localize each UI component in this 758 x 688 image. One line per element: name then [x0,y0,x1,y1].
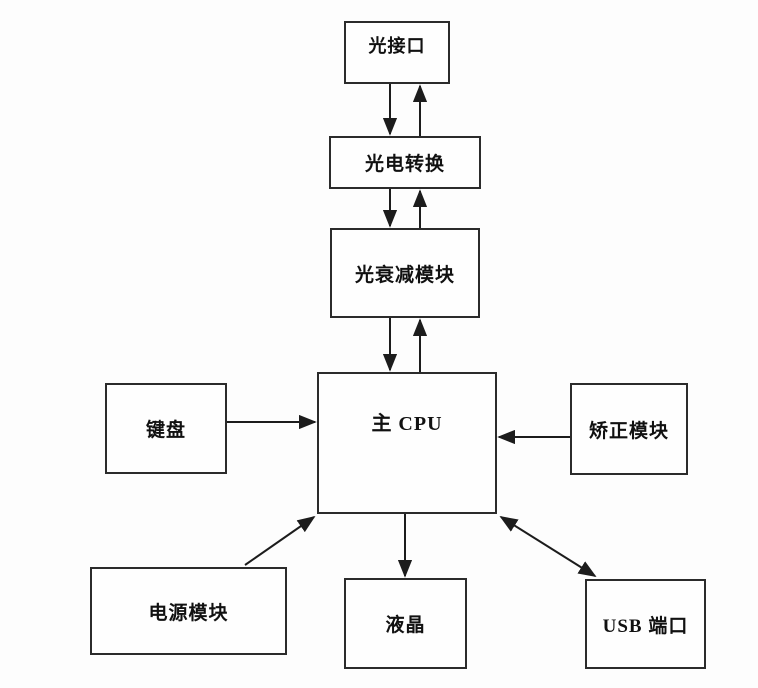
node-correction-module-label: 矫正模块 [588,420,669,442]
edge-power-to-cpu-arrow [244,515,316,566]
edge-cpu-usb-double-arrow [499,516,597,577]
node-optical-attenuation: 光衰减模块 [330,228,480,318]
node-lcd-label: 液晶 [385,615,426,636]
node-correction-module: 矫正模块 [570,383,688,475]
node-usb-port-label: USB 端口 [602,615,689,637]
node-optical-interface: 光接口 [344,21,450,84]
node-main-cpu: 主 CPU [317,372,497,514]
node-photoelectric-conversion-label: 光电转换 [364,154,445,175]
node-optical-interface-label: 光接口 [368,36,426,56]
node-photoelectric-conversion: 光电转换 [329,136,481,189]
node-keyboard-label: 键盘 [145,420,186,441]
node-main-cpu-label: 主 CPU [371,413,443,435]
node-power-module-label: 电源模块 [148,602,229,624]
node-keyboard: 键盘 [105,383,227,474]
node-optical-attenuation-label: 光衰减模块 [354,264,455,286]
node-power-module: 电源模块 [90,567,287,655]
node-lcd: 液晶 [344,578,467,669]
node-usb-port: USB 端口 [585,579,706,669]
